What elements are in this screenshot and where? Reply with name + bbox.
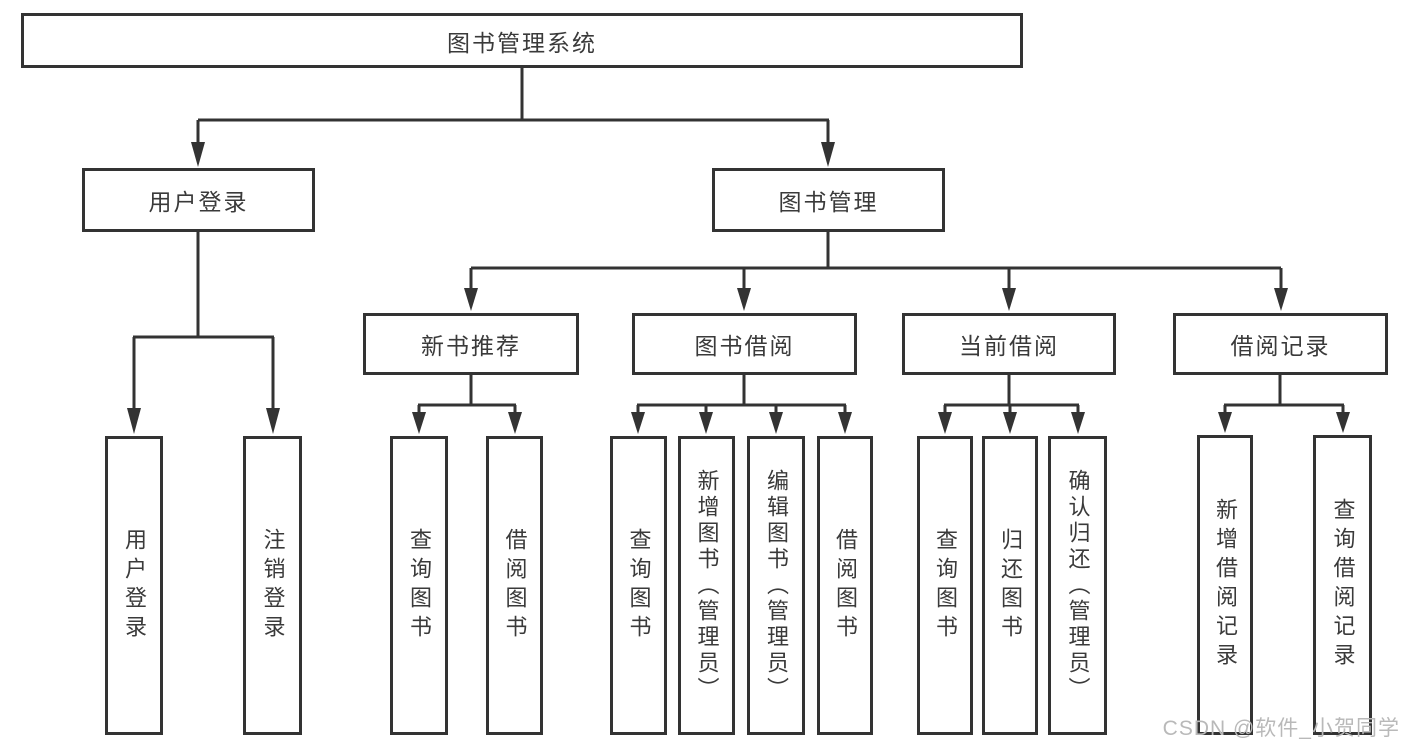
node-borrow-records: 借阅记录 (1173, 313, 1388, 375)
leaf-label: 查询借阅记录 (1330, 498, 1356, 672)
node-label: 借阅记录 (1230, 333, 1331, 359)
leaf-label: 查询图书 (407, 527, 432, 644)
leaf-add-borrow-record: 新增借阅记录 (1197, 435, 1253, 735)
node-label: 图书借阅 (694, 333, 795, 359)
leaf-label: 编辑图书（管理员） (764, 468, 789, 703)
node-book-management: 图书管理 (712, 168, 945, 232)
leaf-add-books-admin: 新增图书（管理员） (678, 436, 735, 735)
leaf-label: 用户登录 (122, 527, 147, 644)
leaf-logout: 注销登录 (243, 436, 302, 735)
leaf-user-login: 用户登录 (105, 436, 163, 735)
leaf-label: 注销登录 (260, 527, 286, 644)
leaf-return-books: 归还图书 (982, 436, 1038, 735)
node-current-borrow: 当前借阅 (902, 313, 1116, 375)
leaf-label: 借阅图书 (502, 527, 528, 644)
leaf-label: 归还图书 (998, 527, 1023, 644)
node-label: 用户登录 (148, 189, 249, 215)
leaf-label: 查询图书 (626, 527, 652, 644)
leaf-label: 新增图书（管理员） (694, 468, 720, 703)
leaf-borrow-books: 借阅图书 (817, 436, 873, 735)
node-label: 新书推荐 (421, 333, 521, 359)
leaf-borrow-books-recommend: 借阅图书 (486, 436, 543, 735)
leaf-label: 查询图书 (933, 527, 958, 644)
leaf-query-books-recommend: 查询图书 (390, 436, 448, 735)
node-user-login: 用户登录 (82, 168, 315, 232)
csdn-watermark: CSDN @软件_小贺同学 (1162, 717, 1400, 740)
leaf-label: 新增借阅记录 (1213, 498, 1238, 672)
node-label: 当前借阅 (959, 333, 1059, 359)
node-new-book-recommend: 新书推荐 (363, 313, 579, 375)
leaf-label: 确认归还（管理员） (1065, 468, 1091, 703)
node-label: 图书管理系统 (447, 29, 597, 56)
node-book-borrow: 图书借阅 (632, 313, 857, 375)
leaf-query-books-current: 查询图书 (917, 436, 973, 735)
leaf-confirm-return-admin: 确认归还（管理员） (1048, 436, 1107, 735)
leaf-query-borrow-record: 查询借阅记录 (1313, 435, 1372, 735)
leaf-label: 借阅图书 (833, 527, 858, 644)
node-label: 图书管理 (778, 189, 879, 215)
node-library-management-system: 图书管理系统 (21, 13, 1023, 68)
leaf-query-books-borrow: 查询图书 (610, 436, 667, 735)
leaf-edit-books-admin: 编辑图书（管理员） (747, 436, 805, 735)
